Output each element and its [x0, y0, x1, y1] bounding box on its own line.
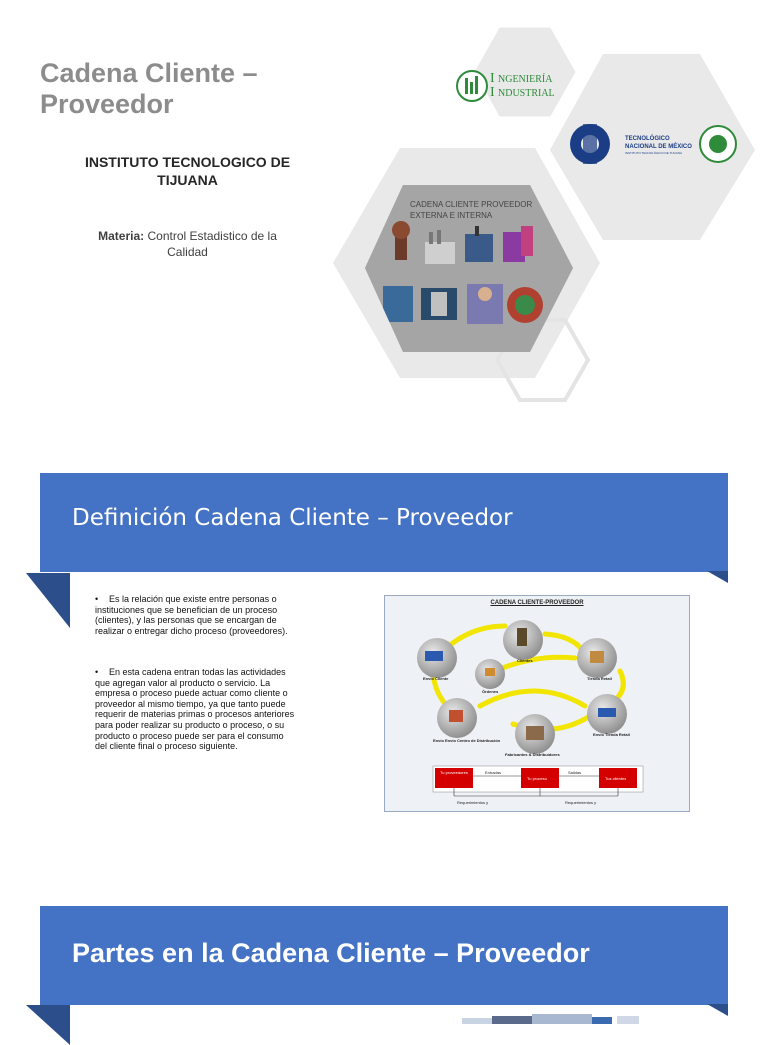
photo-caption-line-2: EXTERNA E INTERNA — [410, 211, 493, 220]
diagram-graphic: Clientes Tienda Retail Envío Cliente Órd… — [417, 620, 644, 805]
ingenieria-logo: I NGENIERÍA I NDUSTRIAL — [456, 70, 555, 102]
materia-label: Materia: — [98, 229, 145, 243]
flow-label-entradas: Entradas — [485, 770, 501, 775]
institute-line-2: TIJUANA — [157, 172, 218, 188]
diagram-title: CADENA CLIENTE-PROVEEDOR — [490, 600, 584, 606]
materia-value: Control Estadistico de la — [144, 229, 277, 243]
label-tienda-retail: Tienda Retail — [587, 676, 612, 681]
label-clientes: Clientes — [517, 658, 533, 663]
flow-box-proceso — [521, 768, 559, 788]
photo-caption-line-1: CADENA CLIENTE PROVEEDOR — [410, 200, 532, 209]
hexagon-logo-tecnologico — [550, 54, 755, 240]
flow-text-proceso: Tu proceso — [527, 776, 548, 781]
bullet-2-line-1: •En esta cadena entran todas las activid… — [95, 667, 286, 677]
tecnologico-logo: TECNOLÓGICO NACIONAL DE MÉXICO INSTITUTO… — [570, 124, 737, 164]
banner-fold-right — [707, 571, 728, 583]
title-line-1: Cadena Cliente – — [40, 58, 258, 88]
bullet-2-line-4: proveedor al mismo tiempo, ya que tanto … — [95, 698, 286, 709]
supply-chain-photo: CADENA CLIENTE PROVEEDOR EXTERNA E INTER… — [365, 185, 573, 352]
tec-text-2: NACIONAL DE MÉXICO — [625, 142, 692, 150]
label-ordenes: Órdenes — [482, 689, 499, 694]
institute-line-1: INSTITUTO TECNOLOGICO DE — [84, 154, 291, 170]
flow-text-proveedores: Tu proveedores — [440, 770, 468, 775]
label-centro-distribucion: Envío Envío Centro de Distribución — [433, 738, 501, 743]
svg-text:I: I — [490, 71, 495, 86]
svg-text:I: I — [490, 85, 495, 100]
definition-banner — [40, 473, 728, 572]
bullet-2-line-5: requerir de materias primas o procesos a… — [95, 709, 295, 720]
flow-label-req-1: Requerimientos y — [457, 800, 488, 805]
flow-text-clientes: Tus clientes — [605, 776, 626, 781]
bullet-1-line-2: instituciones que se benefician de un pr… — [95, 604, 278, 615]
bullet-2-line-8: del cliente final o proceso siguiente. — [95, 741, 238, 752]
ingenieria-text-2: NDUSTRIAL — [498, 88, 555, 99]
partes-heading: Partes en la Cadena Cliente – Proveedor — [72, 938, 590, 968]
hexagon-outline — [494, 318, 591, 402]
supply-chain-diagram: CADENA CLIENTE-PROVEEDOR — [384, 595, 690, 812]
bullet-2-line-2: que agregan valor al producto o servicio… — [95, 677, 271, 688]
bullet-2-line-6: para poder realizar su producto o proces… — [95, 719, 285, 730]
flow-label-salidas: Salidas — [568, 770, 581, 775]
partes-image-top — [462, 1014, 639, 1024]
materia-value-2: Calidad — [167, 245, 208, 259]
partes-banner — [40, 906, 728, 1005]
bullet-2-line-7: producto o proceso puede ser para el con… — [95, 730, 284, 741]
flow-box-proveedores — [435, 768, 473, 788]
hexagon-cluster: CADENA CLIENTE PROVEEDOR EXTERNA E INTER… — [333, 27, 755, 402]
tec-text-1: TECNOLÓGICO — [625, 134, 670, 142]
bullet-2-line-3: empresa o proceso puede actuar como clie… — [95, 688, 288, 699]
bullet-1-line-4: realizar o entregar dicho proceso (prove… — [95, 625, 288, 636]
definition-heading: Definición Cadena Cliente – Proveedor — [72, 505, 513, 531]
bullet-1-line-3: (clientes), y las personas que se encarg… — [95, 615, 277, 626]
banner3-fold-right — [707, 1004, 728, 1016]
bullet-2: •En esta cadena entran todas las activid… — [95, 667, 347, 752]
bullet-1-line-1: •Es la relación que existe entre persona… — [95, 594, 277, 604]
label-fabricantes: Fabricantes & Distribuidores — [505, 752, 560, 757]
flow-box-clientes — [599, 768, 637, 788]
banner3-fold-left — [26, 1005, 70, 1045]
label-envio-tienda: Envío Tienda Retail — [593, 732, 630, 737]
ingenieria-text-1: NGENIERÍA — [498, 73, 553, 85]
banner-fold-left — [26, 573, 70, 628]
label-envio-cliente: Envío Cliente — [423, 676, 449, 681]
institute-name: INSTITUTO TECNOLOGICO DE TIJUANA — [60, 153, 315, 189]
flow-label-req-2: Requerimientos y — [565, 800, 596, 805]
tec-text-3: INSTITUTO TECNOLÓGICO DE TIJUANA — [625, 150, 682, 155]
slide1-title: Cadena Cliente – Proveedor — [40, 58, 340, 120]
title-line-2: Proveedor — [40, 89, 174, 119]
bullet-1: •Es la relación que existe entre persona… — [95, 594, 347, 636]
materia-text: Materia: Control Estadistico de la Calid… — [70, 228, 305, 260]
